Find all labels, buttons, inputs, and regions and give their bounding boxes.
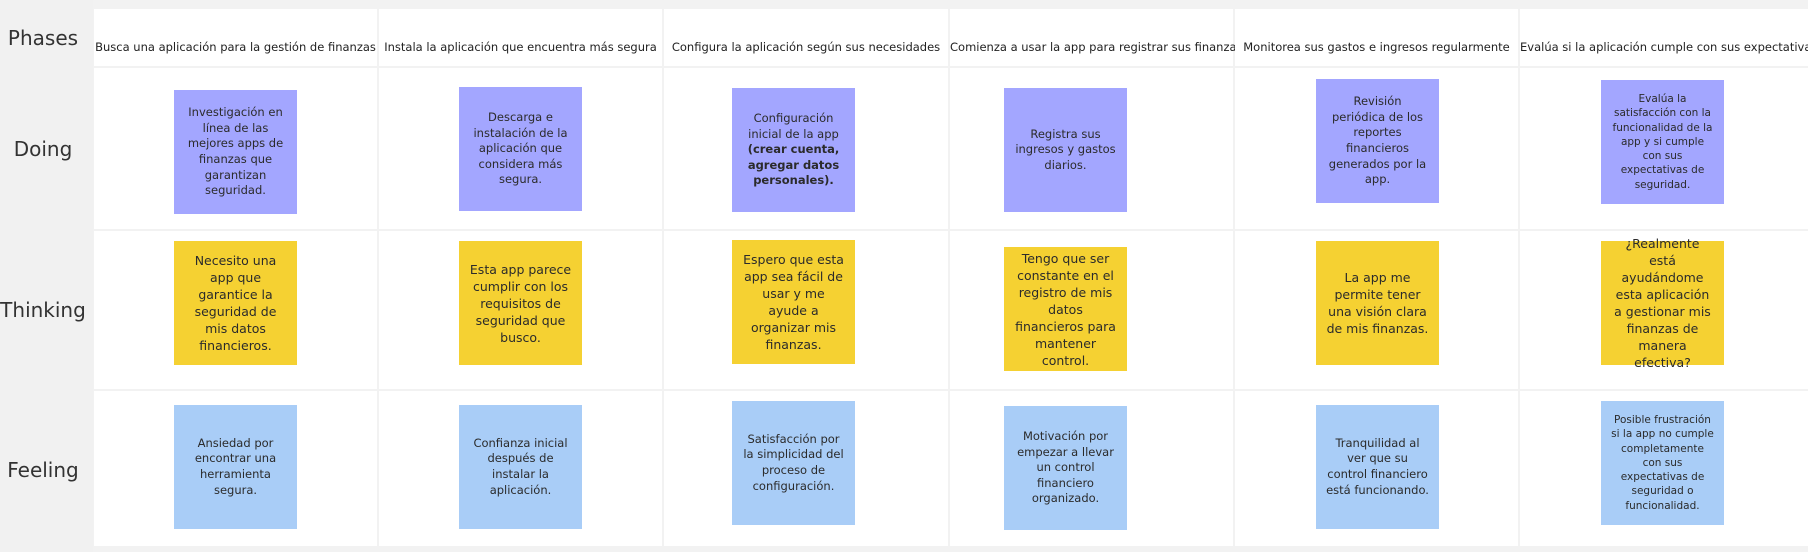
sticky-note-text: Espero que esta app sea fácil de usar y … [743,252,844,352]
config-bold-text: (crear cuenta, agregar datos personales)… [747,142,840,188]
phase-cell: Monitorea sus gastos e ingresos regularm… [1235,9,1518,66]
sticky-note-text: Investigación en línea de las mejores ap… [187,105,284,198]
sticky-note-text: Motivación por empezar a llevar un contr… [1017,428,1114,506]
phase-cell: Busca una aplicación para la gestión de … [94,9,377,66]
phase-title: Evalúa si la aplicación cumple con sus e… [1520,40,1808,54]
feeling-sticky-note[interactable]: Motivación por empezar a llevar un contr… [1004,406,1127,530]
sticky-note-text: Tengo que ser constante en el registro d… [1015,250,1116,368]
doing-sticky-note[interactable]: Descarga e instalación de la aplicación … [459,87,582,211]
thinking-sticky-note[interactable]: ¿Realmente está ayudándome esta aplicaci… [1601,236,1724,370]
thinking-sticky-note[interactable]: Tengo que ser constante en el registro d… [1004,247,1127,371]
doing-sticky-note[interactable]: Evalúa la satisfacción con la funcionali… [1601,80,1724,204]
row-label-feeling: Feeling [7,458,79,482]
sticky-note-text: Registra sus ingresos y gastos diarios. [1015,126,1116,172]
sticky-note-text: Ansiedad por encontrar una herramienta s… [194,435,277,497]
feeling-sticky-note[interactable]: Tranquilidad al ver que su control finan… [1316,405,1439,529]
feeling-sticky-note[interactable]: Satisfacción por la simplicidad del proc… [732,401,855,525]
row-label-column [0,0,93,552]
phase-cell: Configura la aplicación según sus necesi… [664,9,948,66]
phase-title: Instala la aplicación que encuentra más … [384,40,657,54]
doing-sticky-note[interactable]: Configuración inicial de la app (crear c… [732,88,855,212]
phase-title: Comienza a usar la app para registrar su… [950,40,1243,54]
config-text: Configuración inicial de la app [748,110,839,141]
sticky-note-text: Satisfacción por la simplicidad del proc… [743,431,844,493]
sticky-note-text: Confianza inicial después de instalar la… [473,435,568,497]
feeling-sticky-note[interactable]: Confianza inicial después de instalar la… [459,405,582,529]
thinking-sticky-note[interactable]: Esta app parece cumplir con los requisit… [459,241,582,365]
sticky-note-text: Posible frustración si la app no cumple … [1611,414,1714,512]
sticky-note-text: Esta app parece cumplir con los requisit… [469,261,572,345]
sticky-note-text: Descarga e instalación de la aplicación … [473,109,568,187]
sticky-note-text: Configuración inicial de la app (crear c… [742,111,845,189]
row-label-thinking: Thinking [0,298,86,322]
phase-cell: Evalúa si la aplicación cumple con sus e… [1520,9,1808,66]
phase-cell: Comienza a usar la app para registrar su… [950,9,1243,66]
thinking-sticky-note[interactable]: Necesito una app que garantice la seguri… [174,241,297,365]
sticky-note-text: Evalúa la satisfacción con la funcionali… [1612,93,1713,191]
phase-cell: Instala la aplicación que encuentra más … [379,9,662,66]
row-label-phases: Phases [7,26,79,50]
doing-sticky-note[interactable]: Revisión periódica de los reportes finan… [1316,79,1439,203]
doing-sticky-note[interactable]: Registra sus ingresos y gastos diarios. [1004,88,1127,212]
phase-title: Busca una aplicación para la gestión de … [95,40,376,54]
feeling-sticky-note[interactable]: Posible frustración si la app no cumple … [1601,401,1724,525]
phase-title: Configura la aplicación según sus necesi… [671,40,941,54]
feeling-sticky-note[interactable]: Ansiedad por encontrar una herramienta s… [174,405,297,529]
sticky-note-text: ¿Realmente está ayudándome esta aplicaci… [1614,236,1711,370]
doing-sticky-note[interactable]: Investigación en línea de las mejores ap… [174,90,297,214]
thinking-sticky-note[interactable]: La app me permite tener una visión clara… [1316,241,1439,365]
sticky-note-text: Tranquilidad al ver que su control finan… [1326,435,1429,497]
phase-title: Monitorea sus gastos e ingresos regularm… [1243,40,1510,54]
sticky-note-text: Necesito una app que garantice la seguri… [194,253,277,353]
sticky-note-text: Revisión periódica de los reportes finan… [1328,94,1427,187]
thinking-sticky-note[interactable]: Espero que esta app sea fácil de usar y … [732,240,855,364]
row-label-doing: Doing [13,137,73,161]
sticky-note-text: La app me permite tener una visión clara… [1326,270,1429,336]
